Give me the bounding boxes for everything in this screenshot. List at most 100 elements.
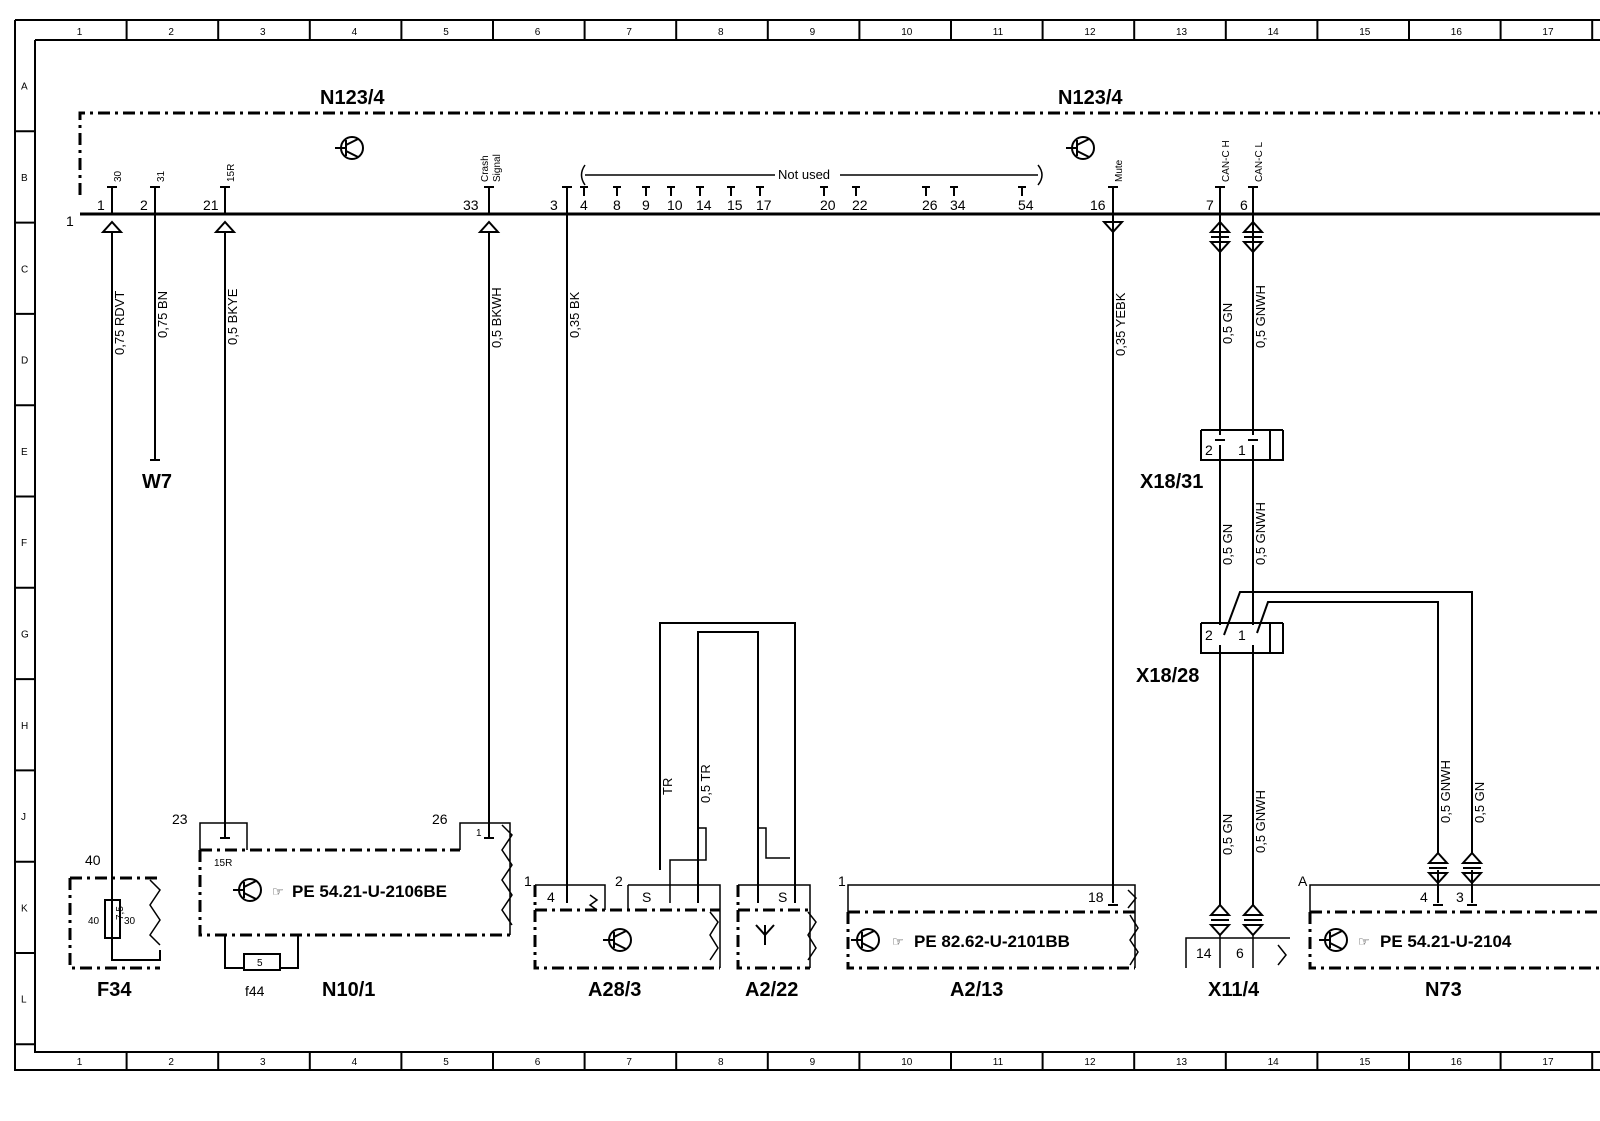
svg-text:26: 26 [432, 811, 448, 827]
grid-row-label: E [21, 447, 28, 458]
svg-text:0,5 GNWH: 0,5 GNWH [1438, 760, 1453, 823]
svg-text:Crash: Crash [480, 155, 491, 182]
unused-pin [1018, 186, 1026, 196]
svg-text:30: 30 [124, 916, 136, 927]
grid-column-label: 7 [626, 1057, 632, 1068]
svg-text:0,5 TR: 0,5 TR [698, 764, 713, 803]
grid-column-label: 3 [260, 1057, 266, 1068]
transistor-icon [1319, 928, 1348, 952]
wire-labels: 0,75 RDVT 0,75 BN 0,5 BKYE 0,5 BKWH 0,35… [112, 285, 1487, 855]
f34-label: F34 [97, 979, 132, 1001]
grid-column-label: 14 [1268, 27, 1280, 38]
grid-row-label: B [21, 173, 28, 184]
unused-pin [696, 186, 704, 196]
svg-text:0,5 GNWH: 0,5 GNWH [1253, 502, 1268, 565]
unused-pin-label: 14 [696, 197, 712, 213]
grid-column-label: 12 [1084, 27, 1096, 38]
grid-column-label: 15 [1359, 1057, 1371, 1068]
transistor-icon [233, 878, 262, 902]
svg-text:14: 14 [1196, 945, 1212, 961]
grid-column-label: 17 [1542, 27, 1554, 38]
svg-text:PE 54.21-U-2104: PE 54.21-U-2104 [1380, 932, 1512, 951]
unused-pin [820, 186, 828, 196]
pin-2: 2 31 [140, 170, 167, 214]
antenna-icon [755, 924, 775, 945]
grid-column-label: 13 [1176, 1057, 1188, 1068]
svg-text:7: 7 [1206, 197, 1214, 213]
svg-text:0,5 BKWH: 0,5 BKWH [489, 287, 504, 348]
grid-row-label: J [21, 812, 26, 823]
svg-text:30: 30 [113, 170, 124, 182]
svg-text:0,35 BK: 0,35 BK [567, 291, 582, 338]
svg-text:0,5 GNWH: 0,5 GNWH [1253, 790, 1268, 853]
grid-column-label: 16 [1451, 27, 1463, 38]
svg-text:0,5 BKYE: 0,5 BKYE [225, 288, 240, 345]
module-a28-3: 1 4 S 2 A28/3 [524, 873, 721, 1001]
module-label-right: N123/4 [1058, 87, 1123, 109]
unused-pin-label: 9 [642, 197, 650, 213]
unused-pin-label: 54 [1018, 197, 1034, 213]
svg-text:23: 23 [172, 811, 188, 827]
x18-28-label: X18/28 [1136, 665, 1199, 687]
svg-text:1: 1 [1238, 627, 1246, 643]
svg-text:1: 1 [1238, 442, 1246, 458]
transistor-icon [335, 136, 364, 160]
wire-branch-n73 [1223, 591, 1473, 853]
grid-column-label: 6 [535, 1057, 541, 1068]
grid-column-label: 3 [260, 27, 266, 38]
wire-x18-28-to-x11-4 [1219, 645, 1254, 905]
svg-text:40: 40 [88, 916, 100, 927]
svg-text:6: 6 [1236, 945, 1244, 961]
pin-21: 21 15R [203, 164, 237, 214]
svg-text:CAN-C L: CAN-C L [1254, 142, 1265, 182]
fuse-box-f34: 7,5 40 40 30 F34 [68, 852, 161, 1001]
module-n123-4: N123/4 N123/4 1 1 30 2 31 21 15R 33 [66, 87, 1600, 229]
svg-text:18: 18 [1088, 889, 1104, 905]
n73-label: N73 [1425, 979, 1462, 1001]
unused-pin-label: 10 [667, 197, 683, 213]
unused-pin-label: 15 [727, 197, 743, 213]
svg-text:15R: 15R [214, 858, 232, 869]
svg-text:1: 1 [524, 873, 532, 889]
f44-label: f44 [245, 983, 265, 999]
svg-text:6: 6 [1240, 197, 1248, 213]
svg-text:0,5 GN: 0,5 GN [1220, 303, 1235, 344]
grid-column-label: 13 [1176, 27, 1188, 38]
unused-pin [613, 186, 621, 196]
grid-column-label: 1 [77, 27, 83, 38]
x11-4-label: X11/4 [1208, 979, 1260, 1001]
svg-text:40: 40 [85, 852, 101, 868]
svg-text:0,5 GN: 0,5 GN [1220, 524, 1235, 565]
svg-text:5: 5 [257, 958, 263, 969]
transistor-icon [1066, 136, 1095, 160]
svg-text:2: 2 [140, 197, 148, 213]
module-corner-number: 1 [66, 213, 74, 229]
svg-text:0,5 GN: 0,5 GN [1220, 814, 1235, 855]
unused-pin [922, 186, 930, 196]
svg-text:33: 33 [463, 197, 479, 213]
unused-pin [950, 186, 958, 196]
pin-16: 16 Mute [1090, 159, 1125, 214]
wires [100, 214, 1473, 961]
unused-pin [756, 186, 764, 196]
grid-column-label: 4 [352, 27, 358, 38]
grid-column-label: 2 [168, 27, 174, 38]
wire-tr-outer [659, 622, 796, 903]
hand-pointer-icon: ☞ [1358, 934, 1370, 949]
svg-text:2: 2 [1205, 627, 1213, 643]
unused-pin-label: 34 [950, 197, 966, 213]
grid-row-label: L [21, 995, 27, 1006]
grid-column-label: 1 [77, 1057, 83, 1068]
svg-text:15R: 15R [226, 164, 237, 182]
grid-row-label: H [21, 721, 28, 732]
grid-column-label: 10 [901, 1057, 913, 1068]
svg-text:A: A [1298, 873, 1308, 889]
grid-row-label: D [21, 356, 28, 367]
x18-31-label: X18/31 [1140, 471, 1203, 493]
pin-33: 33 Crash Signal [463, 154, 503, 214]
svg-text:PE 82.62-U-2101BB: PE 82.62-U-2101BB [914, 932, 1070, 951]
grid-column-label: 4 [352, 1057, 358, 1068]
wire-1 [111, 232, 161, 961]
